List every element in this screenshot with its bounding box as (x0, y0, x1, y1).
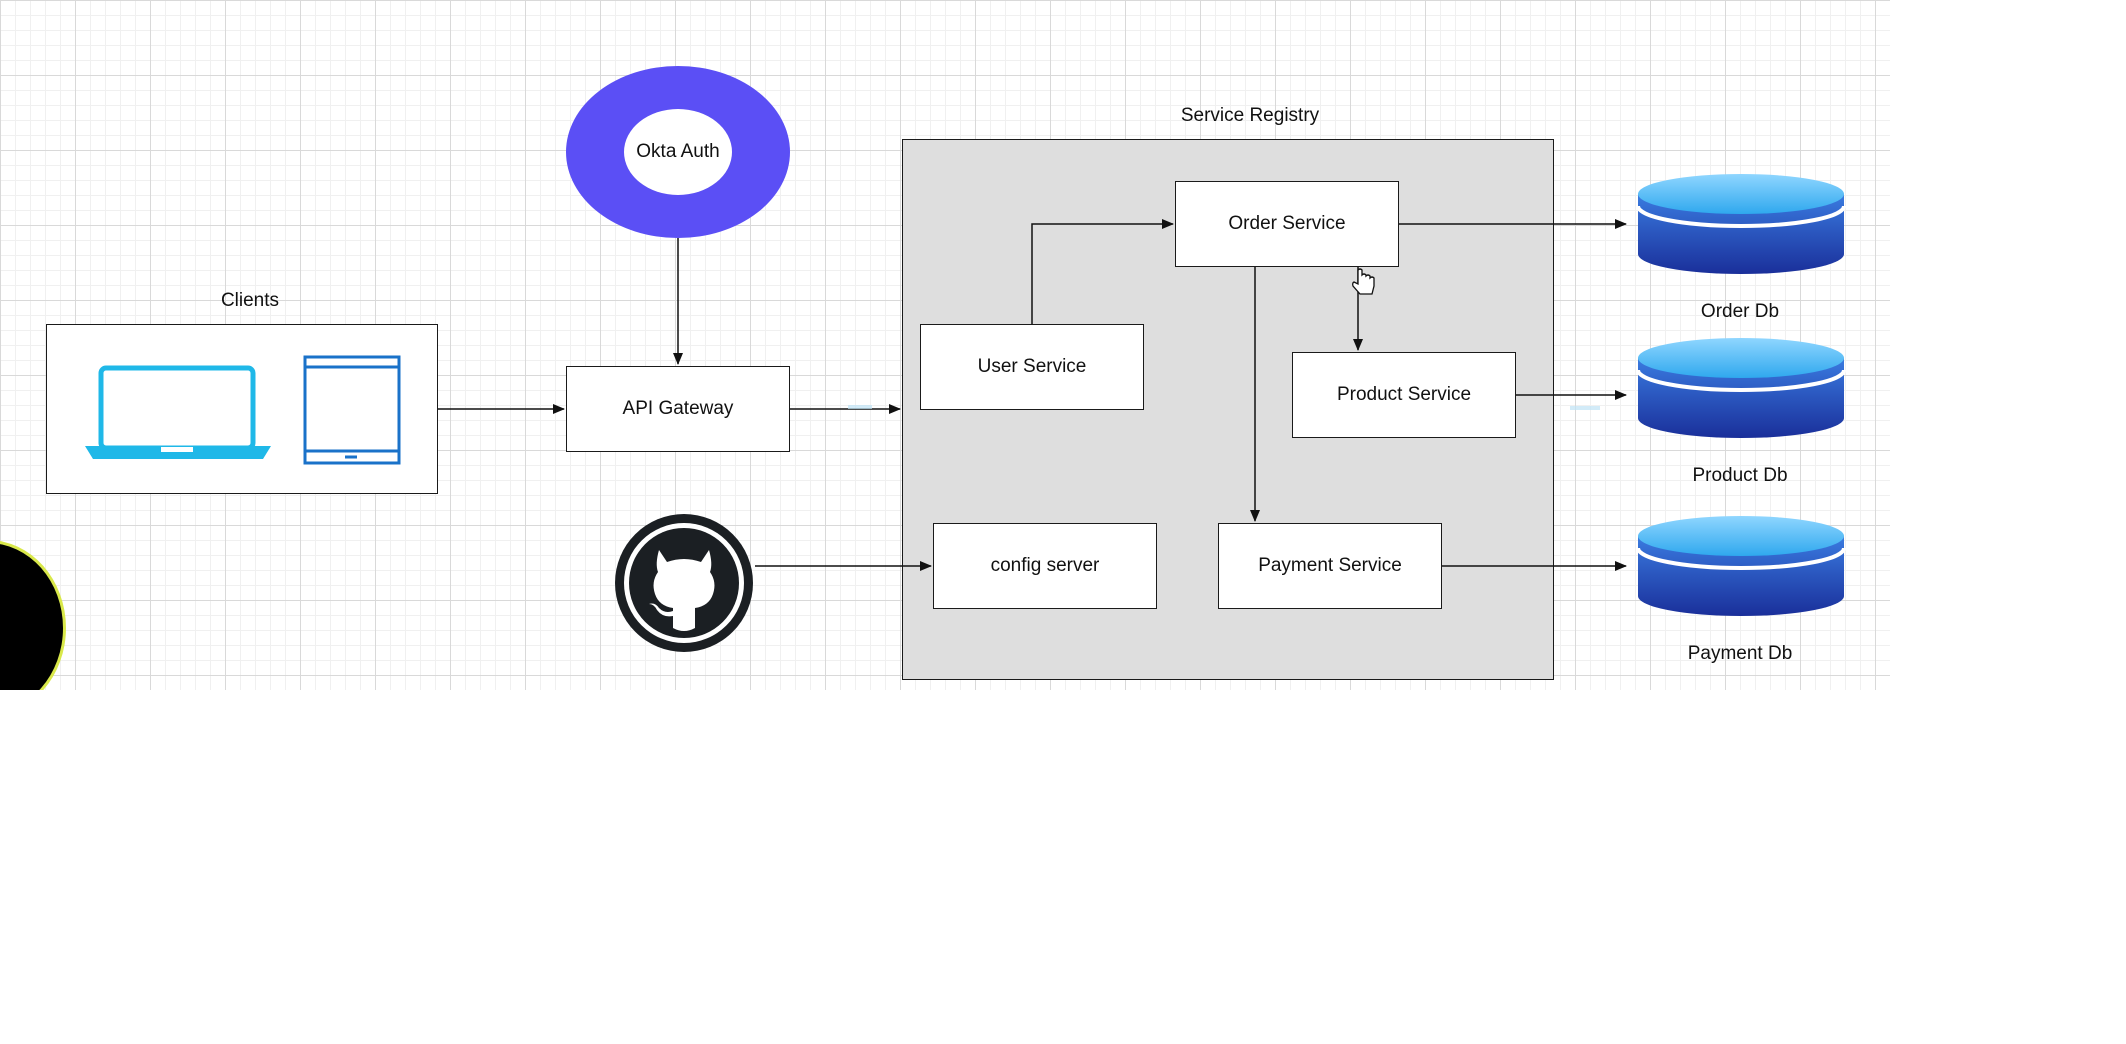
payment-service-box[interactable]: Payment Service (1218, 523, 1442, 609)
payment-db-label: Payment Db (1687, 643, 1793, 664)
payment-db-icon[interactable] (1636, 514, 1846, 618)
clients-label: Clients (220, 290, 280, 311)
api-gateway-box[interactable]: API Gateway (566, 366, 790, 452)
user-service-box[interactable]: User Service (920, 324, 1144, 410)
webcam-overlay (0, 540, 66, 690)
product-service-box[interactable]: Product Service (1292, 352, 1516, 438)
order-db-label: Order Db (1700, 301, 1780, 322)
service-registry-label: Service Registry (1180, 105, 1320, 126)
order-db-icon[interactable] (1636, 172, 1846, 276)
config-server-box[interactable]: config server (933, 523, 1157, 609)
laptop-icon (85, 365, 271, 459)
product-db-label: Product Db (1692, 465, 1788, 486)
okta-auth-node[interactable]: Okta Auth (566, 66, 790, 238)
clients-box[interactable] (46, 324, 438, 494)
order-service-box[interactable]: Order Service (1175, 181, 1399, 267)
tablet-icon (303, 355, 401, 465)
okta-auth-label: Okta Auth (624, 109, 732, 195)
product-db-icon[interactable] (1636, 336, 1846, 440)
github-icon (615, 514, 753, 652)
diagram-canvas[interactable]: Clients Okta Auth API Gateway (0, 0, 1890, 690)
